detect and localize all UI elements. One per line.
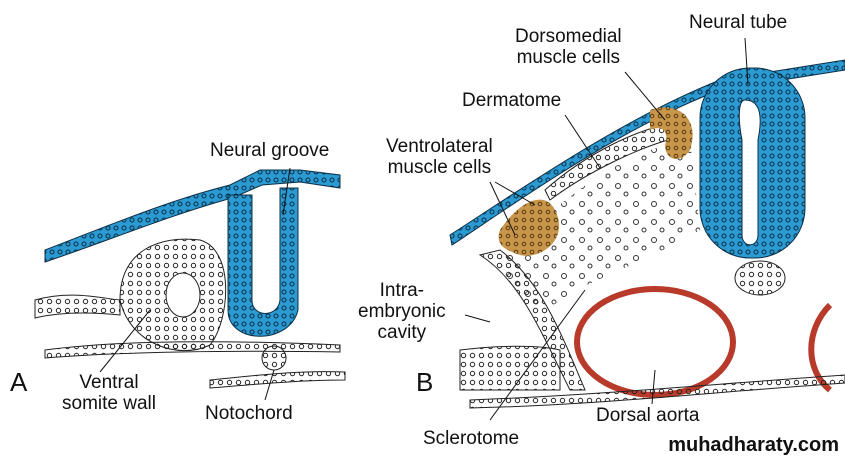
label-line: cavity <box>377 322 427 343</box>
panel-a-drawing <box>34 167 346 401</box>
label-ventral-somite-wall: Ventral somite wall <box>62 372 156 414</box>
label-neural-groove: Neural groove <box>210 140 330 161</box>
label-line: somite wall <box>62 393 156 414</box>
watermark: muhadharaty.com <box>668 434 839 456</box>
label-sclerotome: Sclerotome <box>423 428 520 449</box>
label-line: muscle cells <box>387 157 492 178</box>
label-line: Ventrolateral <box>386 136 493 157</box>
label-line: muscle cells <box>516 47 621 68</box>
label-line: Intra- <box>379 280 424 301</box>
panel-b-letter: B <box>416 367 434 397</box>
panel-b-drawing <box>449 37 845 421</box>
label-neural-tube: Neural tube <box>689 12 788 33</box>
label-dermatome: Dermatome <box>462 90 562 111</box>
label-line: Dorsomedial <box>515 26 622 47</box>
panel-a-letter: A <box>10 367 28 397</box>
label-line: embryonic <box>358 301 446 322</box>
label-notochord: Notochord <box>205 403 293 424</box>
label-ventrolateral-muscle-cells: Ventrolateral muscle cells <box>386 136 493 178</box>
label-dorsomedial-muscle-cells: Dorsomedial muscle cells <box>515 26 622 68</box>
label-dorsal-aorta: Dorsal aorta <box>596 405 700 426</box>
label-intraembryonic-cavity: Intra- embryonic cavity <box>358 280 446 343</box>
label-line: Ventral <box>79 372 139 393</box>
